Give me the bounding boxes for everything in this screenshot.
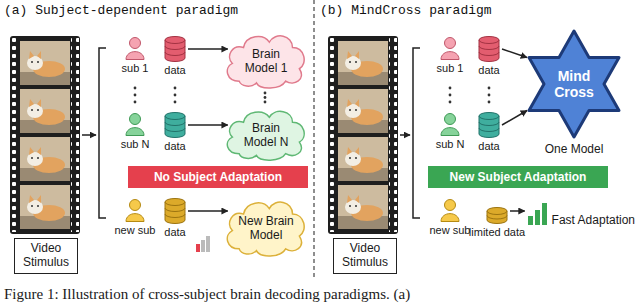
brain-model-cloud: New Brain Model (222, 194, 308, 258)
database-icon (164, 198, 186, 224)
subject-icon: new sub (428, 198, 472, 238)
database-icon (164, 112, 186, 138)
subject-label: sub N (113, 138, 157, 151)
model-label: Brain Model 1 (236, 47, 296, 76)
adaptation-bars: Fast Adaptation (527, 200, 635, 230)
arrow-connector (502, 111, 527, 126)
data-label: data (158, 64, 192, 77)
subject-icon: sub 1 (113, 36, 157, 76)
stimulus-label: Video Stimulus (334, 242, 396, 270)
database-icon (164, 36, 186, 62)
data-icon: data (158, 198, 192, 240)
person-icon (440, 198, 460, 222)
database-icon (478, 112, 500, 138)
data-icon: data (158, 36, 192, 78)
panel-title: (a) Subject-dependent paradigm (4, 3, 238, 18)
film-strip (10, 36, 80, 234)
arrow-connector (188, 48, 228, 50)
model-label: New Brain Model (236, 214, 296, 243)
bracket (413, 48, 420, 218)
adaptation-banner: New Subject Adaptation (428, 166, 608, 188)
bracket (99, 48, 106, 218)
bar-icon (527, 200, 549, 226)
stimulus-box: Video Stimulus (14, 238, 78, 274)
figure-caption: Figure 1: Illustration of cross-subject … (4, 285, 410, 303)
arrow-connector (502, 49, 527, 58)
person-icon (125, 36, 145, 60)
person-icon (440, 112, 460, 136)
brain-model-cloud: Brain Model 1 (222, 28, 308, 90)
divider (313, 0, 314, 278)
subject-label: sub 1 (428, 62, 472, 75)
stimulus-arrow (82, 134, 96, 136)
banner-label: New Subject Adaptation (450, 170, 587, 184)
model-caption: One Model (520, 142, 628, 156)
ellipsis-dots (134, 87, 491, 104)
subject-icon: sub 1 (428, 36, 472, 76)
data-label: limited data (462, 226, 532, 239)
subject-icon: new sub (113, 198, 157, 238)
subject-icon: sub N (428, 112, 472, 152)
banner-label: No Subject Adaptation (154, 170, 282, 184)
data-icon: data (472, 36, 506, 78)
film-strip (328, 36, 398, 234)
model-name: Mind Cross (546, 68, 602, 100)
panel-title: (b) MindCross paradigm (320, 3, 492, 18)
subject-label: new sub (113, 224, 157, 237)
brain-model-cloud: Brain Model N (222, 104, 308, 162)
subject-label: new sub (428, 224, 472, 237)
stimulus-box: Video Stimulus (333, 238, 397, 274)
data-label: data (158, 226, 192, 239)
adaptation-label: Fast Adaptation (552, 213, 635, 227)
data-icon: data (472, 112, 506, 154)
person-icon (125, 198, 145, 222)
arrow-connector (188, 124, 228, 126)
database-icon (478, 36, 500, 62)
low-performance-bars (196, 236, 210, 252)
arrow-connector (188, 210, 228, 212)
person-icon (440, 36, 460, 60)
data-label: data (472, 140, 506, 153)
data-label: data (158, 140, 192, 153)
data-label: data (472, 64, 506, 77)
subject-label: sub N (428, 138, 472, 151)
arrow-connector (510, 210, 525, 212)
stimulus-label: Video Stimulus (15, 242, 77, 270)
subject-icon: sub N (113, 112, 157, 152)
data-icon: limited data (462, 198, 532, 240)
database-icon (486, 198, 508, 224)
model-label: Brain Model N (236, 121, 296, 150)
adaptation-banner: No Subject Adaptation (128, 166, 308, 188)
subject-label: sub 1 (113, 62, 157, 75)
stimulus-arrow (400, 134, 410, 136)
person-icon (125, 112, 145, 136)
mindcross-star: Mind CrossOne Model (520, 28, 628, 158)
data-icon: data (158, 112, 192, 154)
